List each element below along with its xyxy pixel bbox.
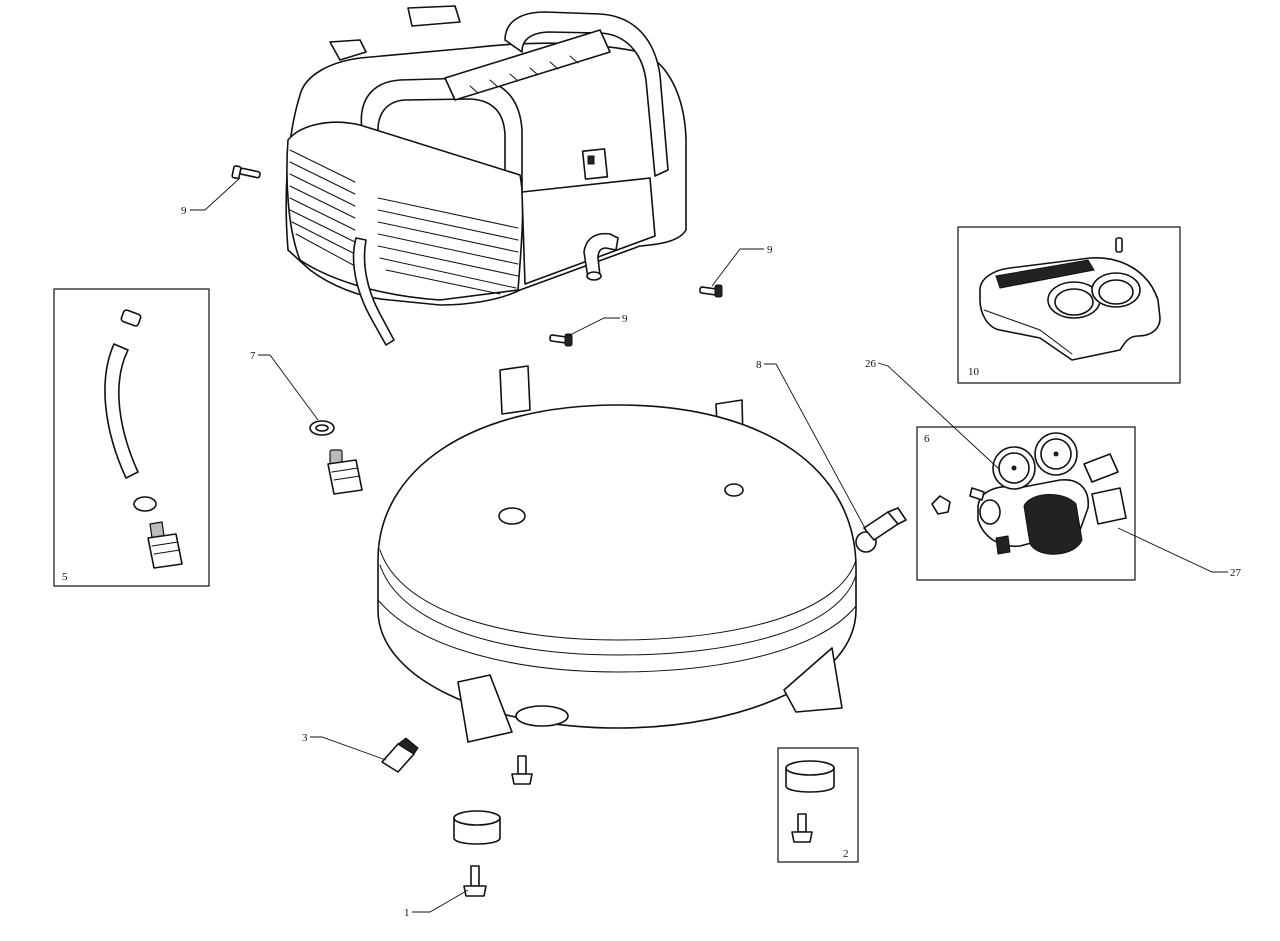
shroud-screw-left bbox=[231, 165, 261, 180]
tank-bolt bbox=[511, 755, 533, 785]
leader-lines bbox=[190, 177, 1228, 913]
callout-10: 10 bbox=[968, 366, 980, 378]
foot-kit-box bbox=[777, 747, 859, 863]
rubber-foot-left bbox=[453, 810, 501, 897]
callout-3: 3 bbox=[302, 732, 308, 744]
shroud-screw-right bbox=[699, 284, 723, 298]
air-tank bbox=[377, 365, 857, 743]
callout-6: 6 bbox=[924, 433, 930, 445]
callout-9-left: 9 bbox=[181, 205, 187, 217]
callout-9-right: 9 bbox=[767, 244, 773, 256]
callout-7: 7 bbox=[250, 350, 256, 362]
regulator-manifold-box bbox=[916, 426, 1136, 581]
callout-2: 2 bbox=[843, 848, 849, 860]
callout-26: 26 bbox=[865, 358, 877, 370]
hose-clamp-and-fitting bbox=[309, 420, 363, 495]
callout-1: 1 bbox=[404, 907, 410, 919]
callout-labels: 9 9 9 7 8 26 6 27 10 5 3 2 1 bbox=[62, 205, 1242, 919]
callout-27: 27 bbox=[1230, 567, 1242, 579]
safety-valve bbox=[855, 507, 907, 553]
drain-valve bbox=[381, 737, 419, 773]
compressor-motor-assembly bbox=[285, 5, 687, 346]
shroud-screw-center bbox=[549, 333, 573, 347]
outlet-hose-kit-box bbox=[53, 288, 210, 587]
callout-8: 8 bbox=[756, 359, 762, 371]
callout-5: 5 bbox=[62, 571, 68, 583]
shroud-cover-box bbox=[957, 226, 1181, 384]
callout-9-center: 9 bbox=[622, 313, 628, 325]
